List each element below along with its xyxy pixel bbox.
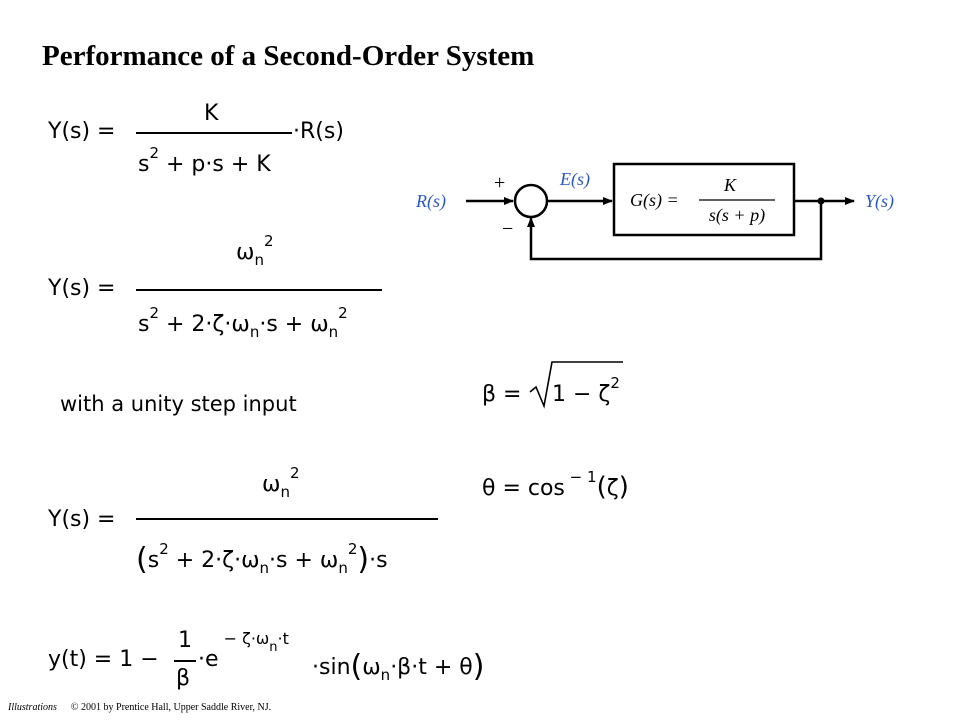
eq1-numerator: K [204, 101, 219, 126]
eq2-fraction-bar [136, 289, 382, 291]
footer-copyright: © 2001 by Prentice Hall, Upper Saddle Ri… [70, 702, 272, 713]
sqrt-sign [529, 361, 623, 409]
beta-radicand: 1 − ζ2 [552, 374, 620, 407]
eq1-fraction-bar [136, 132, 292, 134]
block-numerator: K [723, 175, 737, 195]
feedback-path [527, 201, 823, 261]
input-label: R(s) [415, 191, 446, 212]
theta-definition: θ = cos − 1(ζ) [482, 468, 629, 502]
feedback-block-diagram: R(s) E(s) Y(s) + − G(s) = K s(s + p) [415, 162, 894, 261]
eq4-exp-term: ·e − ζ·ωn·t [198, 629, 289, 672]
eq4-fraction-bar [174, 660, 196, 662]
block-lhs: G(s) = [630, 190, 679, 211]
eq3-fraction-bar [136, 518, 438, 520]
eq4-frac-den: β [176, 666, 191, 691]
eq3-numerator: ωn2 [262, 464, 300, 501]
eq2-denominator: s2 + 2·ζ·ωn·s + ωn2 [138, 304, 348, 341]
error-label: E(s) [559, 169, 590, 190]
eq2-lhs: Y(s) = [48, 276, 116, 301]
eq4-frac-num: 1 [178, 628, 192, 653]
eq4-sin-term: ·sin(ωn·β·t + θ) [312, 649, 485, 684]
page-title: Performance of a Second-Order System [42, 40, 535, 72]
plus-sign: + [494, 172, 505, 194]
eq3-denominator: (s2 + 2·ζ·ωn·s + ωn2)·s [136, 540, 388, 577]
eq3-lhs: Y(s) = [48, 507, 116, 532]
eq1-denominator: s2 + p·s + K [138, 144, 271, 177]
output-label: Y(s) [865, 191, 894, 212]
eq1-lhs: Y(s) = [48, 119, 116, 144]
beta-lhs: β = [482, 382, 522, 407]
summing-junction [513, 183, 549, 219]
eq1-tail: ·R(s) [293, 119, 344, 144]
eq4-lhs: y(t) = 1 − [48, 647, 159, 672]
footer: Illustrations © 2001 by Prentice Hall, Up… [8, 702, 271, 713]
footer-illustrations: Illustrations [8, 702, 57, 713]
minus-sign: − [502, 218, 513, 240]
eq2-numerator: ωn2 [236, 232, 274, 269]
block-denominator: s(s + p) [709, 205, 765, 226]
unity-step-note: with a unity step input [60, 392, 297, 416]
